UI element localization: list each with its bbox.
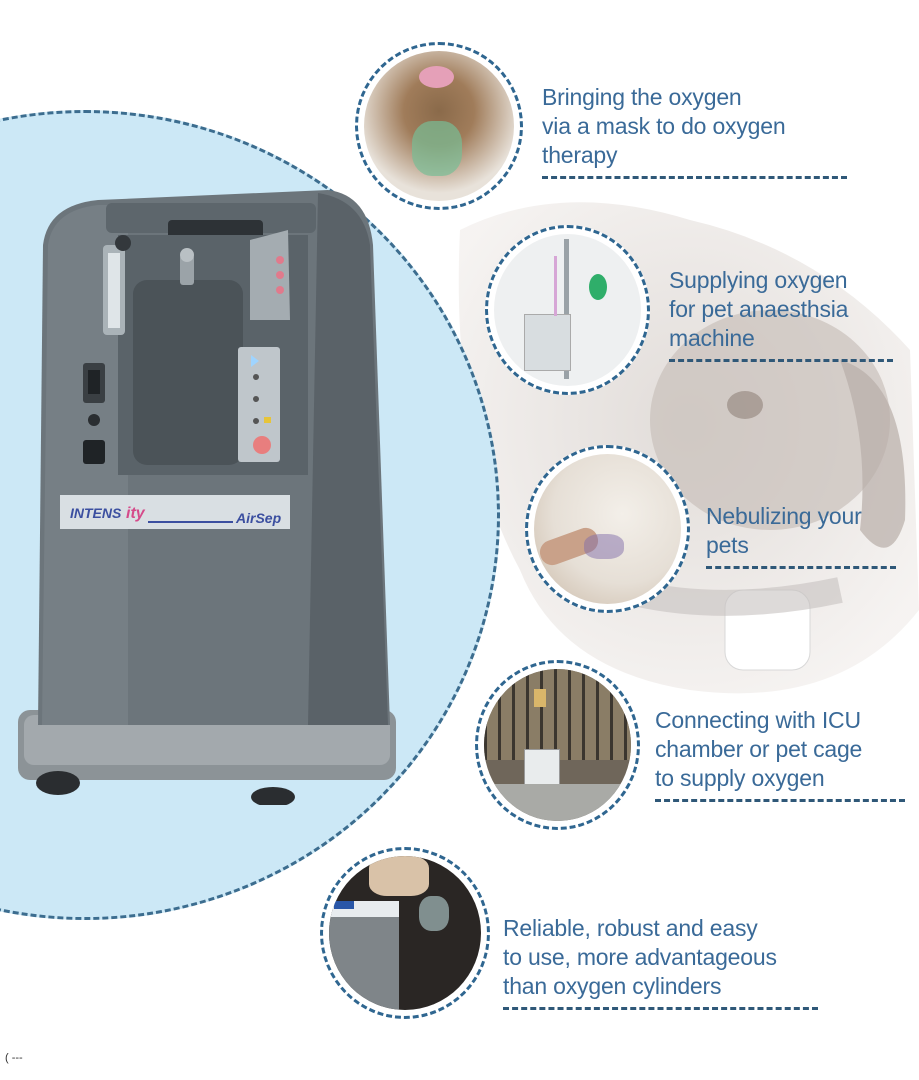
svg-text:ity: ity <box>126 505 146 522</box>
feature-photo-anaesthesia <box>485 225 650 395</box>
caption-line: to use, more advantageous <box>503 944 777 970</box>
caption-line: Supplying oxygen <box>669 267 848 293</box>
feature-caption-nebulizing: Nebulizing your pets <box>706 502 896 569</box>
feature-caption-reliable: Reliable, robust and easy to use, more a… <box>503 914 818 1010</box>
caption-line: machine <box>669 325 755 351</box>
caption-line: Bringing the oxygen <box>542 84 742 110</box>
caption-line: for pet anaesthsia <box>669 296 849 322</box>
oxygen-concentrator-image: INTENS ity AirSep <box>18 190 396 805</box>
caption-line: chamber or pet cage <box>655 736 863 762</box>
caption-line: Connecting with ICU <box>655 707 861 733</box>
feature-caption-icu-cage: Connecting with ICU chamber or pet cage … <box>655 706 905 802</box>
caption-line: therapy <box>542 142 618 168</box>
dashed-divider <box>542 176 847 179</box>
feature-photo-mask-therapy <box>355 42 523 210</box>
dashed-divider <box>655 799 905 802</box>
caption-line: Nebulizing your <box>706 503 862 529</box>
feature-photo-reliable <box>320 847 490 1019</box>
feature-caption-anaesthesia: Supplying oxygen for pet anaesthsia mach… <box>669 266 893 362</box>
dashed-divider <box>706 566 896 569</box>
svg-text:AirSep: AirSep <box>235 510 282 526</box>
caption-line: pets <box>706 532 749 558</box>
corner-artifact: ( ‐‐‐ <box>5 1052 23 1064</box>
caption-line: Reliable, robust and easy <box>503 915 758 941</box>
caption-line: to supply oxygen <box>655 765 825 791</box>
caption-line: via a mask to do oxygen <box>542 113 786 139</box>
feature-photo-icu-cage <box>475 660 640 830</box>
svg-text:INTENS: INTENS <box>70 505 122 521</box>
dashed-divider <box>503 1007 818 1010</box>
feature-photo-nebulizing <box>525 445 690 613</box>
caption-line: than oxygen cylinders <box>503 973 722 999</box>
dashed-divider <box>669 359 893 362</box>
feature-caption-mask-therapy: Bringing the oxygen via a mask to do oxy… <box>542 83 847 179</box>
